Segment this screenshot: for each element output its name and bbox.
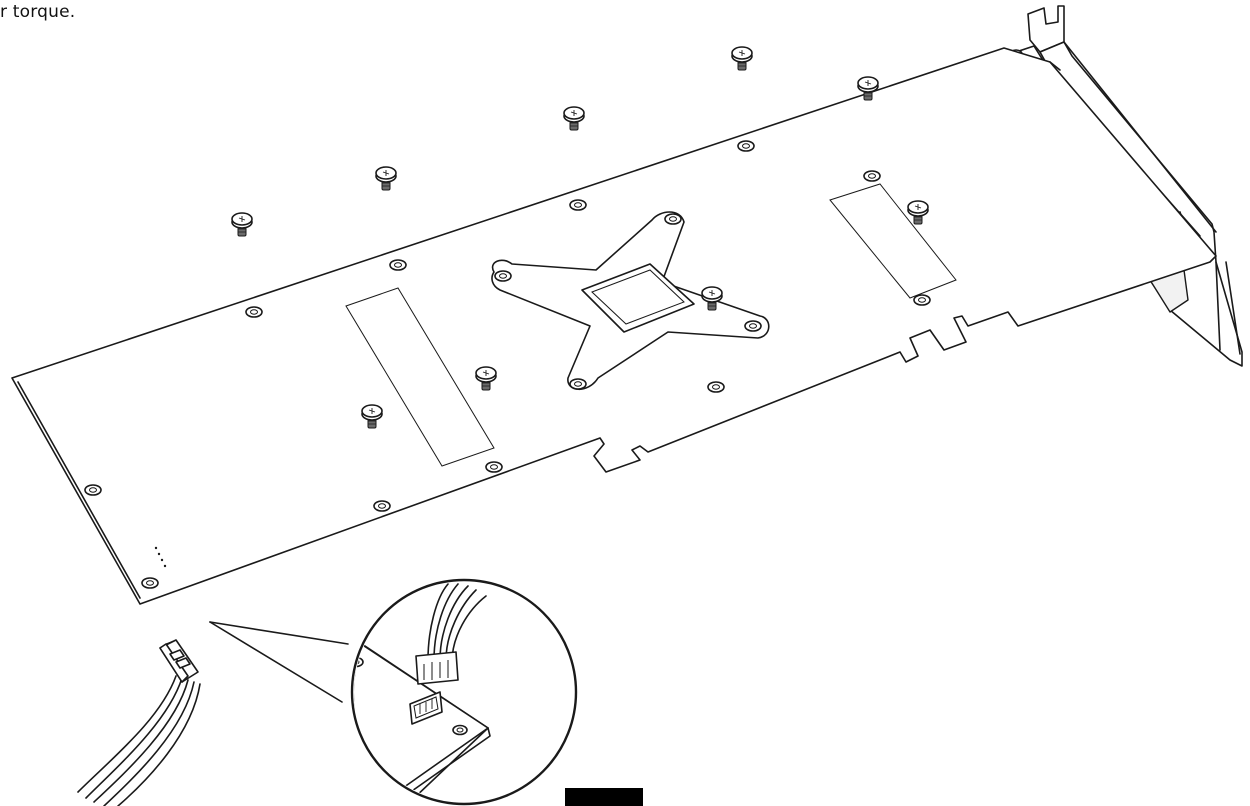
screw-1: [231, 212, 253, 237]
screw-2: [375, 166, 397, 191]
fan-connector: [159, 639, 199, 683]
thermal-pad-right: [829, 183, 957, 299]
detail-callout: [209, 578, 578, 806]
black-label-bar: [565, 788, 643, 806]
thermal-pad-left: [345, 287, 495, 467]
instruction-caption: r torque.: [0, 2, 76, 22]
backplate: [11, 47, 1217, 605]
screw-3: [563, 106, 585, 131]
screw-4: [731, 46, 753, 71]
screw-holes: [84, 140, 931, 589]
led-marks: [154, 546, 167, 568]
x-bracket-holes: [494, 213, 762, 390]
fan-cable: [77, 675, 201, 806]
cable-plug: [415, 651, 459, 685]
